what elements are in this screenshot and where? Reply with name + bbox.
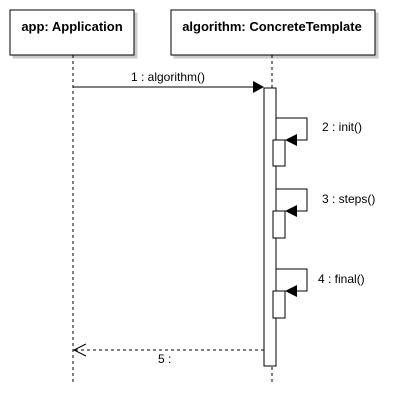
- message-4-arrowhead: [285, 285, 297, 297]
- message-4-line: [276, 268, 308, 292]
- lifeline-algorithm-box[interactable]: [170, 9, 376, 56]
- message-3-line: [276, 188, 308, 212]
- lifeline-app-box[interactable]: [9, 9, 135, 56]
- message-2-arrowhead: [285, 134, 297, 146]
- message-4-label: 4 : final(): [318, 272, 365, 286]
- message-1-arrowhead: [253, 81, 264, 93]
- message-2-line: [276, 117, 308, 141]
- message-5-arrowhead: [72, 343, 87, 357]
- message-1-label: 1 : algorithm(): [131, 70, 205, 84]
- message-3-arrowhead: [285, 205, 297, 217]
- lifeline-app-title: app: Application: [21, 19, 122, 34]
- activation-bar-init: [272, 139, 286, 167]
- activation-bar-steps: [272, 210, 286, 239]
- lifeline-algorithm-title: algorithm: ConcreteTemplate: [182, 19, 362, 34]
- message-2-label: 2 : init(): [322, 120, 362, 134]
- lifeline-app[interactable]: app: Application: [9, 9, 135, 382]
- message-3-self-call[interactable]: 3 : steps(): [272, 188, 375, 239]
- message-1-call[interactable]: 1 : algorithm(): [73, 70, 264, 93]
- message-2-self-call[interactable]: 2 : init(): [272, 117, 362, 167]
- activation-bar-final: [272, 290, 286, 319]
- message-5-label: 5 :: [158, 352, 171, 366]
- message-3-label: 3 : steps(): [322, 192, 375, 206]
- message-4-self-call[interactable]: 4 : final(): [272, 268, 365, 319]
- lifeline-algorithm[interactable]: algorithm: ConcreteTemplate: [170, 9, 376, 382]
- message-5-return[interactable]: 5 :: [72, 343, 264, 366]
